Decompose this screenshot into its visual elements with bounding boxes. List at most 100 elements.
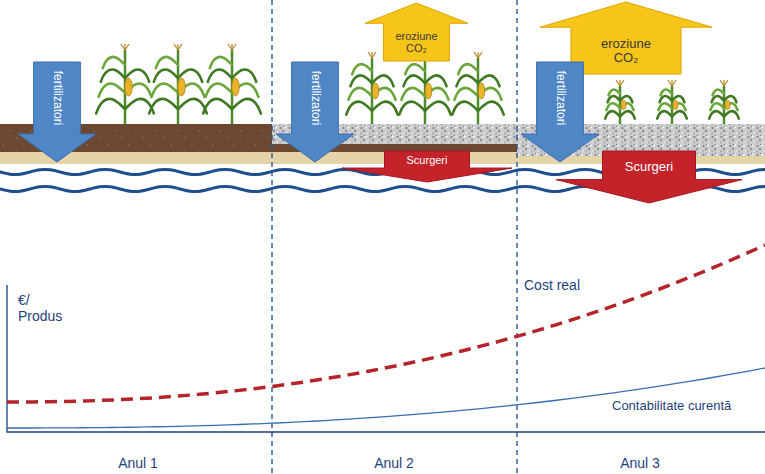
corn-tassel — [724, 80, 728, 86]
corn-leaf — [425, 102, 451, 115]
year-label: Anul 2 — [374, 455, 414, 471]
corn-leaf — [348, 88, 372, 100]
corn-tassel — [668, 80, 672, 86]
corn-cob — [673, 100, 678, 109]
soil-grain — [233, 144, 235, 146]
arrow-label: fertilizatori — [308, 71, 321, 126]
corn-leaf — [352, 64, 372, 74]
chart-axes — [7, 285, 765, 432]
corn-leaf — [203, 99, 232, 114]
corn-leaf — [405, 64, 425, 74]
corn-leaf — [712, 96, 724, 102]
corn-leaf — [149, 99, 178, 114]
corn-plant — [605, 80, 635, 124]
soil-grain — [212, 144, 214, 146]
corn-leaf — [608, 96, 620, 102]
corn-cob — [621, 100, 626, 109]
soil-grain — [177, 130, 179, 132]
corn-tassel — [474, 52, 478, 58]
corn-leaf — [156, 57, 178, 68]
corn-tassel — [372, 52, 376, 58]
corn-tassel — [232, 44, 236, 50]
soil-grain — [156, 130, 158, 132]
corn-tassel — [616, 80, 620, 86]
year-separator — [271, 0, 272, 474]
arrow-outline — [276, 62, 354, 162]
curve-label: Cost real — [524, 277, 580, 293]
arrow-label: eroziune CO₂ — [387, 30, 446, 54]
corn-tassel — [478, 52, 482, 58]
arrow-outline — [556, 151, 742, 203]
corn-tassel — [720, 80, 724, 86]
corn-leaf — [478, 102, 504, 115]
corn-cob — [372, 83, 379, 99]
corn-plant — [657, 80, 687, 124]
soil-grain — [184, 137, 186, 139]
corn-leaf — [401, 88, 425, 100]
corn-leaf — [206, 84, 232, 97]
soil-grain — [163, 137, 165, 139]
corn-leaf — [232, 99, 261, 114]
soil-grain — [268, 137, 270, 139]
runoff-arrow: Scurgeri — [342, 151, 512, 182]
corn-leaf — [454, 88, 478, 100]
corn-tassel — [228, 44, 232, 50]
corn-leaf — [724, 111, 739, 118]
soil-grain — [247, 137, 249, 139]
corn-tassel — [672, 80, 676, 86]
soil-grain — [128, 144, 130, 146]
corn-leaf — [709, 111, 724, 118]
arrow-label: fertilizatori — [50, 71, 63, 126]
corn-tassel — [178, 44, 182, 50]
runoff-arrow: Scurgeri — [556, 151, 742, 203]
corn-leaf — [620, 111, 635, 118]
corn-cob — [178, 78, 185, 96]
soil-grain — [135, 130, 137, 132]
soil-grain — [191, 144, 193, 146]
curve-label: Contabilitate curentă — [612, 399, 731, 414]
corn-leaf — [658, 103, 672, 110]
axis-label: €/ Produs — [18, 292, 74, 324]
year-label: Anul 1 — [118, 455, 158, 471]
arrow-label: Scurgeri — [625, 159, 673, 173]
soil-grain — [16, 137, 18, 139]
year-label: Anul 3 — [620, 455, 660, 471]
corn-leaf — [660, 96, 672, 102]
corn-leaf — [672, 111, 687, 118]
soil-grain — [261, 130, 263, 132]
fertilizer-arrow: fertilizatori — [521, 62, 599, 162]
corn-leaf — [178, 99, 207, 114]
corn-leaf — [713, 90, 724, 96]
corn-cob — [232, 78, 239, 96]
soil-layer — [0, 152, 272, 164]
soil-grain — [142, 137, 144, 139]
corn-plant — [149, 44, 207, 124]
corn-leaf — [606, 103, 620, 110]
corn-plant — [203, 44, 261, 124]
corn-leaf — [154, 70, 178, 82]
corn-tassel — [121, 44, 125, 50]
soil-grain — [149, 144, 151, 146]
soil-grain — [107, 144, 109, 146]
erosion-arrow: eroziune CO₂ — [365, 3, 468, 61]
corn-plant — [399, 52, 450, 124]
corn-plant — [346, 52, 397, 124]
soil-grain — [86, 144, 88, 146]
arrow-label: Scurgeri — [407, 154, 448, 166]
corn-tassel — [620, 80, 624, 86]
corn-tassel — [125, 44, 129, 50]
soil-grain — [93, 130, 95, 132]
soil-grain — [170, 144, 172, 146]
soil-grain — [254, 144, 256, 146]
corn-leaf — [210, 57, 232, 68]
corn-leaf — [346, 102, 372, 115]
corn-leaf — [403, 75, 425, 86]
soil-grain — [240, 130, 242, 132]
corn-leaf — [96, 99, 125, 114]
soil-grain — [205, 137, 207, 139]
soil-grain — [23, 144, 25, 146]
year-separator — [516, 0, 517, 474]
corn-cob — [478, 83, 485, 99]
soil-grain — [198, 130, 200, 132]
